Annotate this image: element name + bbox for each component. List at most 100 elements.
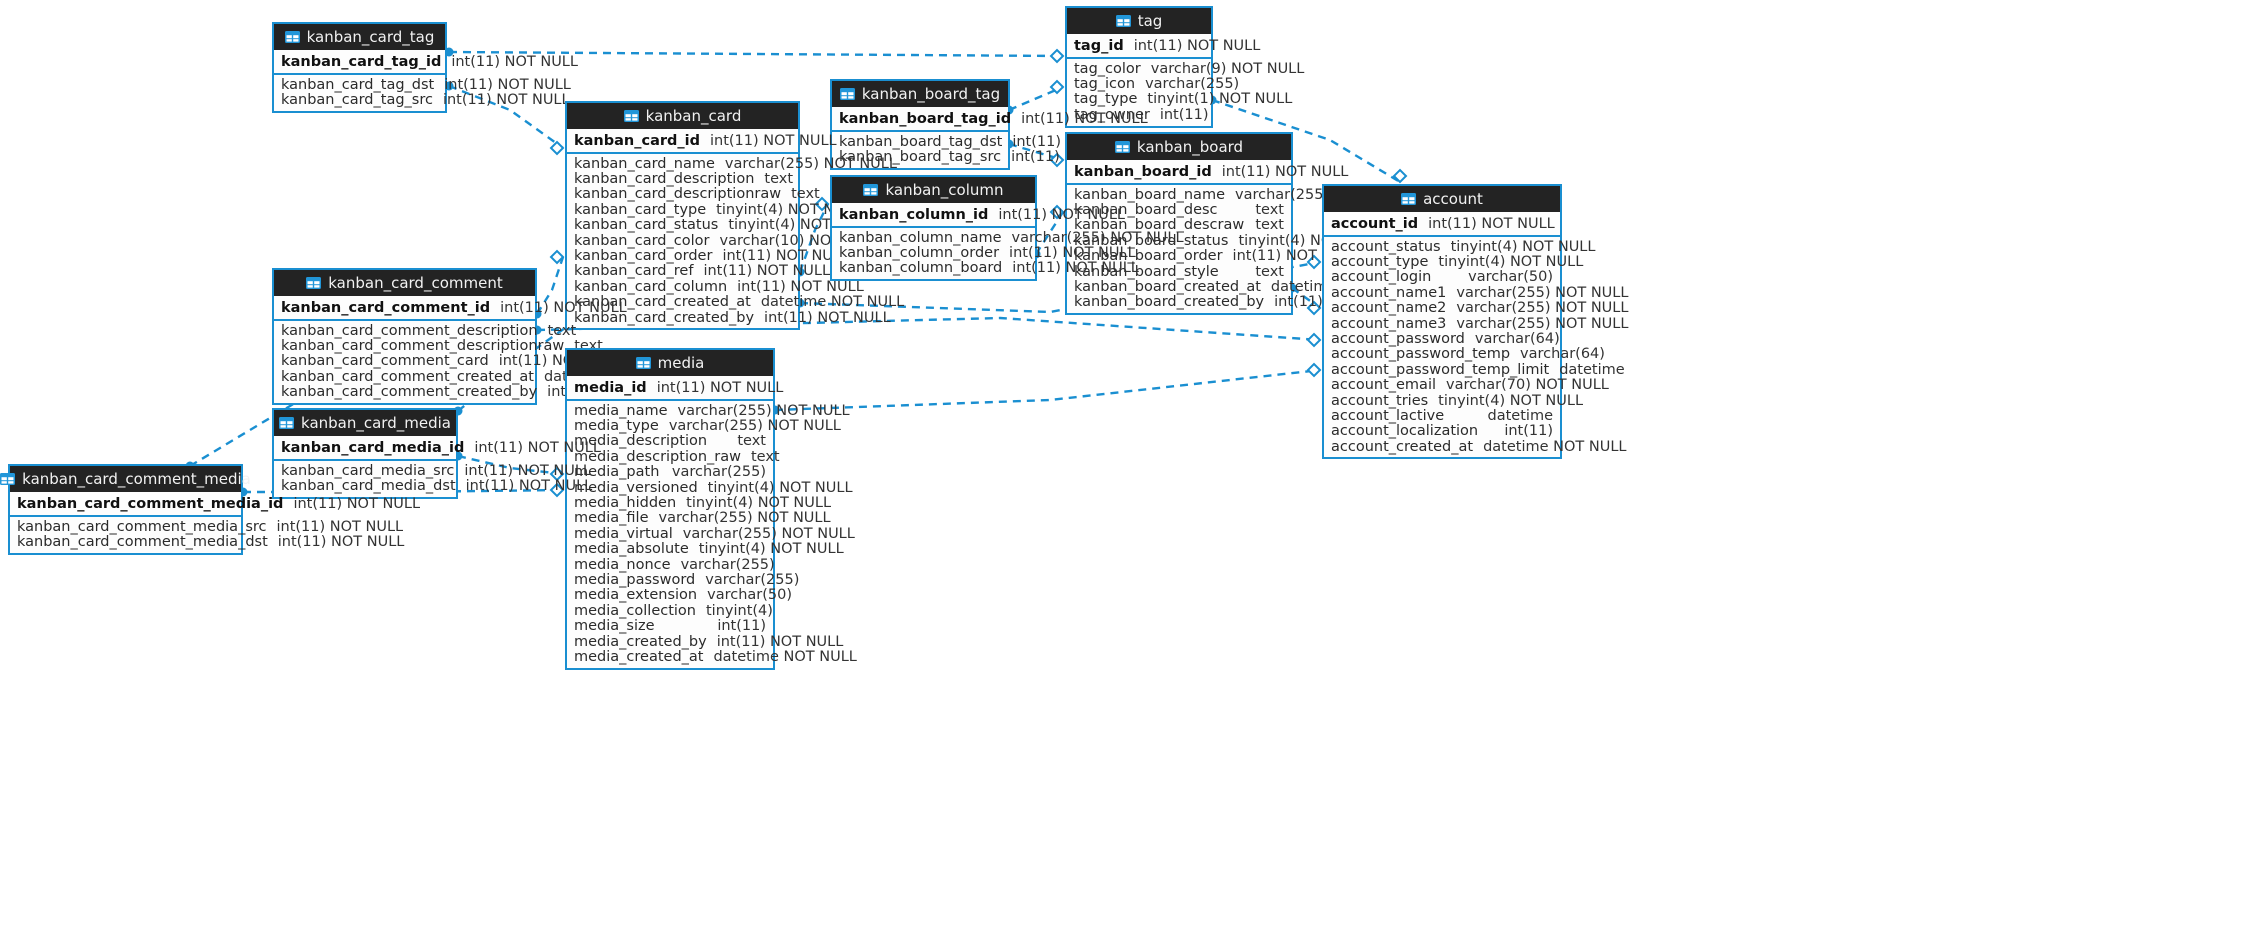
column-type: int(11) NOT NULL: [1133, 37, 1261, 54]
entity-table-kanban_column[interactable]: kanban_column kanban_column_id int(11) N…: [830, 175, 1184, 282]
primary-key-row-kanban_card_comment[interactable]: kanban_card_comment_id int(11) NOT NULL: [274, 296, 627, 321]
primary-key-row-kanban_card_media[interactable]: kanban_card_media_id int(11) NOT NULL: [274, 436, 601, 461]
entity-table-account[interactable]: account account_id int(11) NOT NULL acco…: [1322, 184, 1628, 460]
column-type: text: [764, 171, 794, 188]
column-type: varchar(50): [707, 587, 792, 604]
primary-key-row-account[interactable]: account_id int(11) NOT NULL: [1324, 212, 1560, 237]
primary-key-row-kanban_board[interactable]: kanban_board_id int(11) NOT NULL: [1067, 160, 1348, 185]
column-name: kanban_card_comment_id: [281, 299, 491, 316]
entity-table-media[interactable]: media media_id int(11) NOT NULL media_na…: [565, 348, 857, 670]
primary-key-row-kanban_column[interactable]: kanban_column_id int(11) NOT NULL: [832, 203, 1125, 228]
column-name: kanban_board_name: [1074, 186, 1225, 203]
primary-key-row-media[interactable]: media_id int(11) NOT NULL: [567, 376, 783, 401]
primary-key-row-kanban_card_tag[interactable]: kanban_card_tag_id int(11) NOT NULL: [274, 50, 578, 75]
column-name: media_id: [574, 379, 647, 396]
column-name: media_hidden: [574, 495, 677, 512]
primary-key-row-kanban_card_comment_media[interactable]: kanban_card_comment_media_id int(11) NOT…: [10, 492, 420, 517]
column-name: tag_owner: [1074, 106, 1150, 123]
entity-table-kanban_card_tag[interactable]: kanban_card_tag kanban_card_tag_id int(1…: [272, 22, 578, 113]
column-name: kanban_column_id: [839, 206, 989, 223]
primary-key-row-kanban_card[interactable]: kanban_card_id int(11) NOT NULL: [567, 129, 837, 154]
primary-key-row-kanban_board_tag[interactable]: kanban_board_tag_id int(11) NOT NULL: [832, 107, 1148, 132]
entity-table-kanban_board_tag[interactable]: kanban_board_tag kanban_board_tag_id int…: [830, 79, 1148, 170]
column-name: kanban_card_comment_description: [281, 322, 538, 339]
entity-table-kanban_board[interactable]: kanban_board kanban_board_id int(11) NOT…: [1065, 132, 1414, 316]
entity-table-kanban_card_comment[interactable]: kanban_card_comment kanban_card_comment_…: [272, 268, 687, 405]
entity-table-kanban_card_media[interactable]: kanban_card_media kanban_card_media_id i…: [272, 408, 601, 499]
entity-table-kanban_card[interactable]: kanban_card kanban_card_id int(11) NOT N…: [565, 101, 904, 331]
column-name: account_password_temp_limit: [1331, 361, 1550, 378]
primary-key-row-tag[interactable]: tag_id int(11) NOT NULL: [1067, 34, 1260, 59]
entity-table-kanban_card_comment_media[interactable]: kanban_card_comment_media kanban_card_co…: [0, 464, 420, 555]
